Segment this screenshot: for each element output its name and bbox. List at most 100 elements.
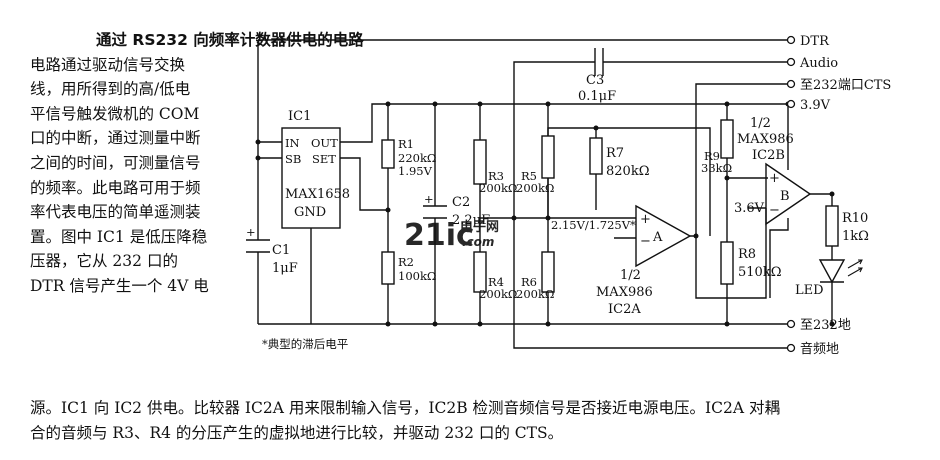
ic1-ref: IC1	[288, 109, 311, 124]
junction-dots	[255, 101, 835, 327]
wire-rail-39v	[340, 103, 788, 143]
c3-ref: C3	[586, 73, 604, 88]
wire-audio	[513, 61, 788, 349]
terminal-audio-label: Audio	[799, 56, 838, 71]
resistor-r10: R10 1kΩ	[825, 205, 869, 247]
ic2b-minus: −	[769, 203, 780, 218]
wire-r1-branch	[340, 104, 389, 324]
terminal-dtr[interactable]: DTR	[786, 34, 831, 49]
r10-value: 1kΩ	[842, 229, 869, 244]
resistor-r3: R3 200kΩ	[473, 139, 517, 195]
r7-value: 820kΩ	[606, 164, 649, 179]
r3-ref: R3	[488, 169, 504, 183]
r1-value: 220kΩ	[398, 151, 436, 165]
r2-ref: R2	[398, 255, 414, 269]
r9-ref: R9	[704, 149, 720, 163]
ic2b-half: 1/2	[750, 116, 771, 131]
c2-plus: +	[424, 192, 434, 206]
ic2b-plus: +	[769, 171, 780, 186]
resistor-r4: R4 200kΩ	[473, 251, 517, 301]
description-continued: 源。IC1 向 IC2 供电。比较器 IC2A 用来限制输入信号，IC2B 检测…	[30, 396, 930, 445]
ic2b-ref: IC2B	[752, 148, 785, 163]
resistor-r9: R9 33kΩ	[701, 119, 734, 175]
desc-line: 率代表电压的简单遥测装	[30, 203, 201, 222]
desc-line: 压器，它从 232 口的	[30, 252, 178, 271]
ic1-pin-in: IN	[285, 136, 300, 150]
resistor-r2: R2 100kΩ	[381, 251, 436, 285]
wire-cts	[690, 83, 788, 299]
circuit-title: 通过 RS232 向频率计数器供电的电路	[96, 31, 364, 49]
comparator-ic2a: + − A 2.15V/1.725V* 1/2 MAX986 IC2A	[551, 204, 692, 317]
c2-ref: C2	[452, 195, 470, 210]
r5-ref: R5	[521, 169, 537, 183]
capacitor-c2: + C2 2.2μF	[423, 192, 490, 228]
ic2b-threshold: 3.6V	[734, 201, 765, 216]
r4-ref: R4	[488, 275, 504, 289]
terminal-gnd232[interactable]: 至232地	[786, 318, 851, 333]
footnote: *典型的滞后电平	[262, 337, 348, 351]
ic1-part: MAX1658	[285, 187, 350, 202]
r9-value: 33kΩ	[701, 161, 732, 175]
ic1-pin-out: OUT	[311, 136, 338, 150]
r5-value: 200kΩ	[516, 181, 554, 195]
description-block: 通过 RS232 向频率计数器供电的电路 电路通过驱动信号交换 线，用所得到的高…	[30, 28, 364, 299]
watermark-logo: 21ic 电子网 .com	[404, 218, 499, 253]
r4-value: 200kΩ	[479, 287, 517, 301]
terminal-audio-gnd[interactable]: 音频地	[786, 341, 840, 357]
r2-value: 100kΩ	[398, 269, 436, 283]
resistor-r1: R1 220kΩ 1.95V	[381, 137, 436, 178]
r8-ref: R8	[738, 247, 756, 262]
watermark-sub1: 电子网	[460, 219, 499, 235]
c1-plus: +	[246, 225, 256, 239]
terminal-39v[interactable]: 3.9V	[786, 98, 831, 113]
ic2a-ref: IC2A	[608, 302, 641, 317]
capacitor-c1: + C1 1μF	[246, 225, 298, 276]
r3-value: 200kΩ	[479, 181, 517, 195]
resistor-r6: R6 200kΩ	[516, 251, 555, 301]
terminal-gnd232-label: 至232地	[800, 318, 851, 333]
ic2a-threshold: 2.15V/1.725V*	[551, 218, 636, 232]
c1-value: 1μF	[272, 261, 298, 276]
terminal-dtr-label: DTR	[800, 34, 830, 49]
desc-line: 电路通过驱动信号交换	[30, 55, 186, 74]
terminal-cts[interactable]: 至232端口CTS	[786, 78, 892, 93]
resistor-r7: R7 820kΩ	[589, 137, 649, 179]
ic2a-plus: +	[640, 212, 651, 227]
led: LED	[795, 259, 863, 298]
desc-line: 源。IC1 向 IC2 供电。比较器 IC2A 用来限制输入信号，IC2B 检测…	[30, 399, 780, 417]
ic2a-symbol: A	[652, 230, 663, 245]
r1-ref: R1	[398, 137, 414, 151]
r6-ref: R6	[521, 275, 537, 289]
watermark-sub2: .com	[462, 235, 494, 249]
capacitor-c3: C3 0.1μF	[578, 48, 616, 104]
desc-line: 线，用所得到的高/低电	[30, 80, 191, 99]
ic2a-part: MAX986	[596, 285, 653, 300]
ic2a-minus: −	[640, 234, 651, 249]
ic2b-part: MAX986	[737, 132, 794, 147]
desc-line: 之间的时间，可测量信号	[30, 153, 201, 172]
r1-note: 1.95V	[398, 164, 433, 178]
ic1-pin-gnd: GND	[294, 205, 326, 220]
c1-ref: C1	[272, 243, 290, 258]
ic1-regulator: IC1 IN SB OUT SET MAX1658 GND	[281, 109, 350, 324]
desc-line: DTR 信号产生一个 4V 电	[30, 276, 209, 295]
desc-line: 口的中断，通过测量中断	[30, 129, 201, 148]
c3-value: 0.1μF	[578, 89, 616, 104]
desc-line: 合的音频与 R3、R4 的分压产生的虚拟地进行比较，并驱动 232 口的 CTS…	[30, 423, 564, 442]
wire-ic2b-gnd	[769, 218, 789, 298]
ic1-pin-set: SET	[312, 152, 336, 166]
watermark-main: 21ic	[404, 218, 474, 253]
terminal-audio[interactable]: Audio	[786, 56, 839, 71]
ic2a-half: 1/2	[620, 268, 641, 283]
wire-dtr-drop	[257, 40, 282, 143]
comparator-ic2b: + − B 3.6V 1/2 MAX986 IC2B	[734, 116, 812, 226]
r8-value: 510kΩ	[738, 265, 781, 280]
c2-value: 2.2μF	[452, 213, 490, 228]
ic2b-symbol: B	[780, 189, 790, 204]
resistor-r8: R8 510kΩ	[720, 241, 781, 285]
terminal-39v-label: 3.9V	[800, 98, 831, 113]
desc-line: 置。图中 IC1 是低压降稳	[30, 227, 208, 246]
r6-value: 200kΩ	[516, 287, 554, 301]
terminal-audio-gnd-label: 音频地	[800, 341, 839, 357]
